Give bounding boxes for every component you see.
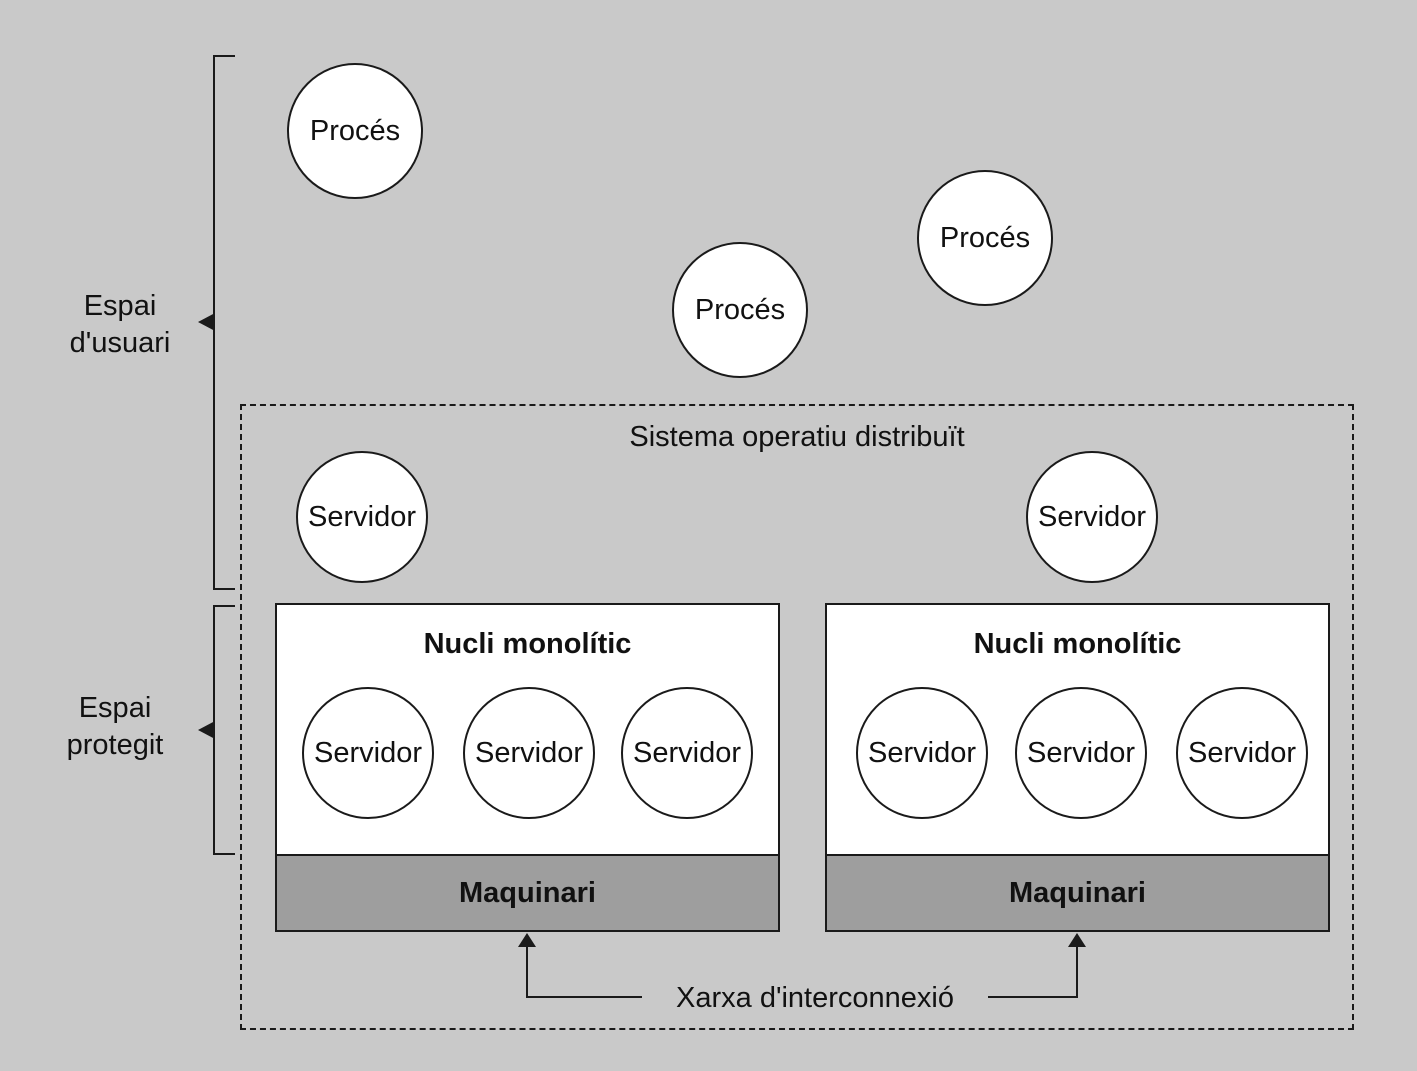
kernel-title-right: Nucli monolític [973,628,1182,660]
server-circle: Servidor [1026,451,1158,583]
server-circle: Servidor [296,451,428,583]
hardware-label: Maquinari [459,876,596,909]
server-circle: Servidor [856,687,988,819]
hardware-label: Maquinari [1009,876,1146,909]
server-label: Servidor [1188,736,1296,769]
process-circle: Procés [917,170,1053,306]
server-circle: Servidor [1015,687,1147,819]
server-label: Servidor [475,736,583,769]
user-space-arrowhead-icon [198,313,215,331]
network-label: Xarxa d'interconnexió [676,982,954,1014]
server-label: Servidor [314,736,422,769]
user-space-label-line2: d'usuari [69,327,171,359]
server-label: Servidor [1038,500,1146,533]
server-label: Servidor [868,736,976,769]
server-circle: Servidor [463,687,595,819]
network-connector-right-line [988,996,1078,998]
hardware-bar-left: Maquinari [275,856,780,932]
network-arrowhead-left-icon [518,933,536,947]
protected-space-bracket-bottom-tick [213,853,235,855]
process-label: Procés [309,114,401,147]
process-label: Procés [939,221,1031,254]
network-arrowhead-right-icon [1068,933,1086,947]
server-circle: Servidor [1176,687,1308,819]
user-space-bracket-bottom-tick [213,588,235,590]
server-circle: Servidor [302,687,434,819]
hardware-bar-right: Maquinari [825,856,1330,932]
protected-space-bracket-top-tick [213,605,235,607]
process-circle: Procés [287,63,423,199]
os-title: Sistema operatiu distribuït [629,421,965,453]
protected-space-label-line1: Espai [78,692,152,724]
user-space-label-line1: Espai [83,290,157,322]
server-circle: Servidor [621,687,753,819]
os-boundary [240,404,1354,1030]
protected-space-arrowhead-icon [198,721,215,739]
protected-space-label: Espai protegit [30,690,200,764]
server-label: Servidor [308,500,416,533]
network-arrow-right-line [1076,945,1078,998]
server-label: Servidor [633,736,741,769]
protected-space-label-line2: protegit [66,729,164,761]
network-connector-left-line [526,996,642,998]
kernel-title-left: Nucli monolític [423,628,632,660]
network-arrow-left-line [526,945,528,998]
process-label: Procés [694,293,786,326]
process-circle: Procés [672,242,808,378]
server-label: Servidor [1027,736,1135,769]
user-space-bracket-top-tick [213,55,235,57]
user-space-label: Espai d'usuari [35,288,205,362]
